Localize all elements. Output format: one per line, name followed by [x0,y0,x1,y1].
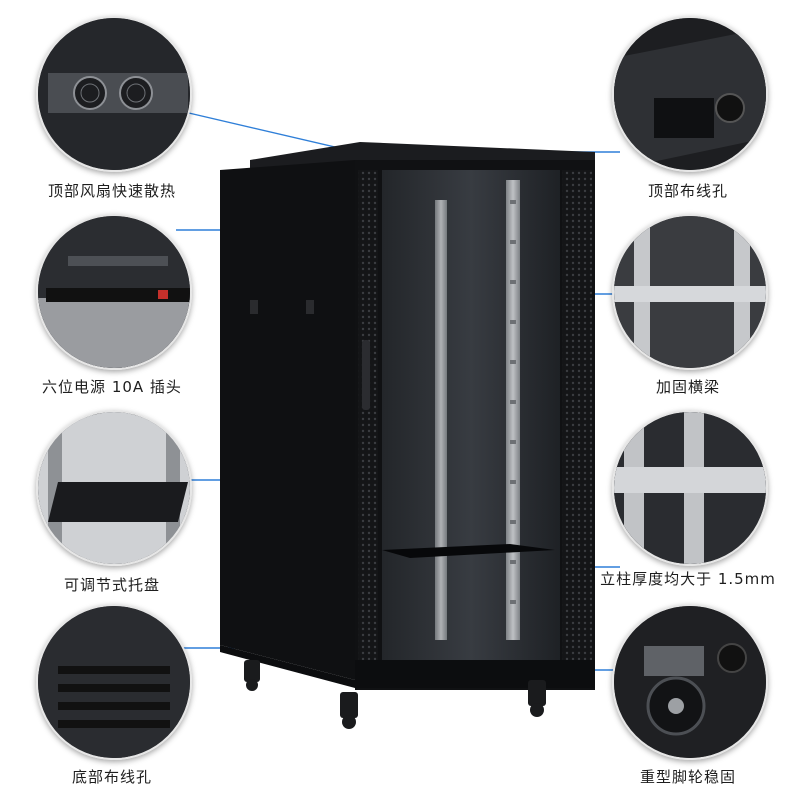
cabinet-top [250,142,595,174]
caption-heavy-casters: 重型脚轮稳固 [639,768,736,786]
caption-top-fan: 顶部风扇快速散热 [47,182,176,200]
perforated-strip-right [562,170,592,670]
casters [244,660,546,729]
cabinet-side-panel [220,160,355,680]
detail-bottom-cable-hole [36,604,192,760]
column-icon [614,412,766,564]
power-strip-icon [38,216,190,368]
shelf [382,544,555,558]
perforated-strip-left [358,170,378,670]
caption-top-cable-hole: 顶部布线孔 [647,182,728,200]
detail-column-thickness [612,410,768,566]
caption-column-thickness: 立柱厚度均大于 1.5mm [600,570,776,588]
server-cabinet [220,142,595,729]
caster-icon [614,606,766,758]
side-base [220,645,355,688]
side-lock-right [306,300,314,314]
detail-power-strip [36,214,192,370]
cabinet-base [355,660,595,688]
shelf-icon [38,412,190,564]
caption-adjustable-shelf: 可调节式托盘 [63,576,160,594]
rail-holes [510,200,516,604]
rail-right [506,180,520,640]
rail-left [435,200,447,640]
caption-power-strip: 六位电源 10A 插头 [42,378,182,396]
side-lock-left [250,300,258,314]
door-handle [362,340,370,410]
detail-top-fan [36,16,192,172]
detail-reinforced-beam [612,214,768,370]
beam-icon [614,216,766,368]
glass-door [382,170,560,660]
detail-adjustable-shelf [36,410,192,566]
detail-heavy-casters [612,604,768,760]
caption-reinforced-beam: 加固横梁 [655,378,720,396]
caption-bottom-cable-hole: 底部布线孔 [71,768,152,786]
top-cable-icon [614,18,766,170]
bottom-cable-icon [38,606,190,758]
fan-icon [38,18,190,170]
detail-top-cable-hole [612,16,768,172]
